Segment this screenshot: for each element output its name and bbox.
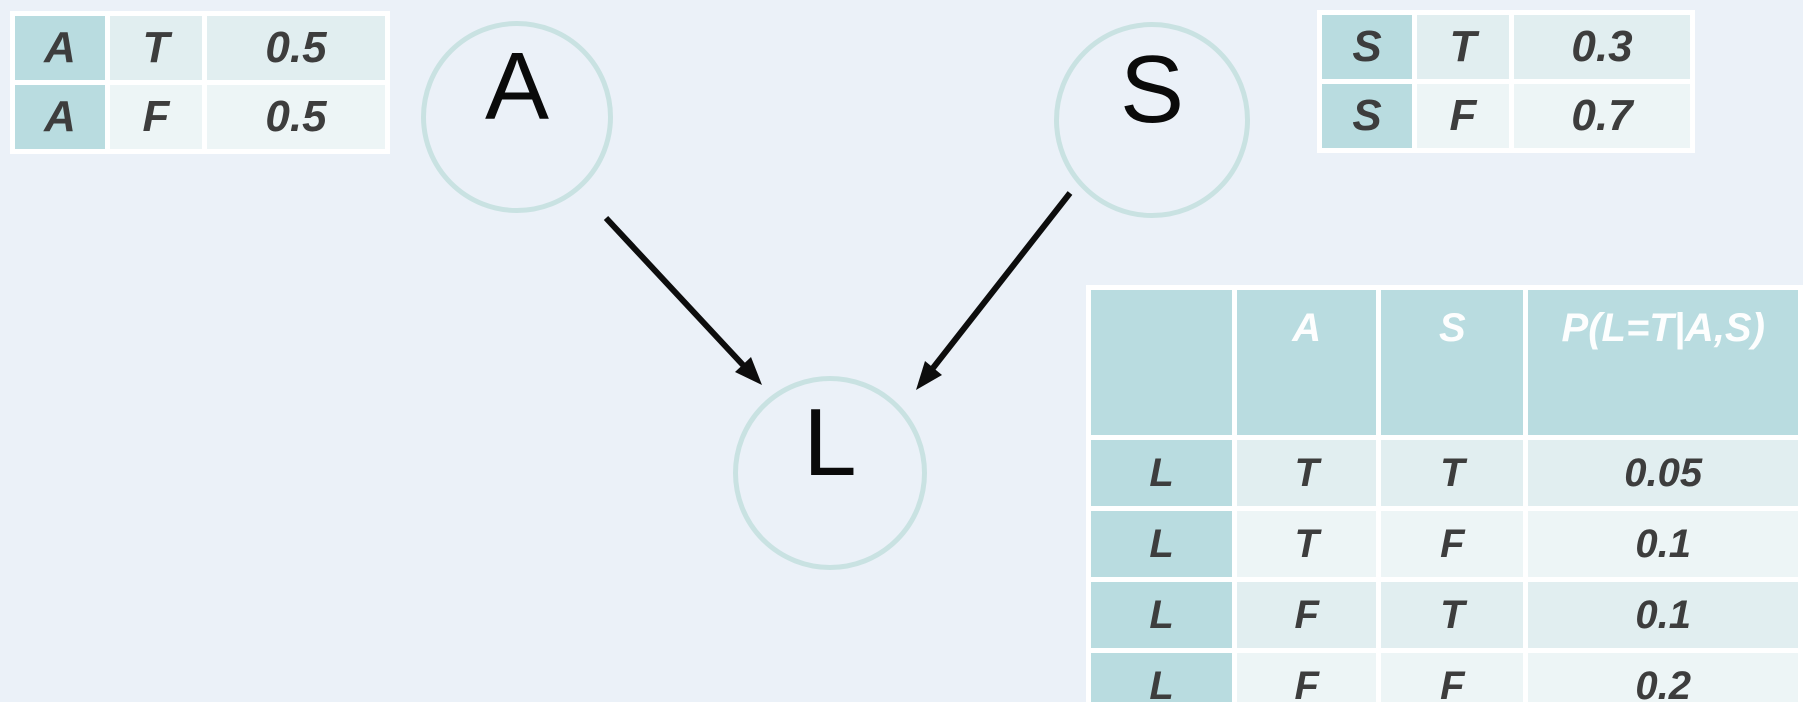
a-prior-prob-cell: 0.5	[207, 16, 385, 80]
l-cpt-a-cell: T	[1237, 440, 1377, 506]
table-row: L T T 0.05	[1091, 440, 1798, 506]
s-prior-prob-cell: 0.7	[1514, 84, 1690, 148]
l-cpt-s-cell: F	[1381, 511, 1524, 577]
l-cpt-s-cell: T	[1381, 582, 1524, 648]
table-row: L T F 0.1	[1091, 511, 1798, 577]
l-cpt-a-cell: F	[1237, 582, 1377, 648]
l-cpt-p-cell: 0.2	[1528, 653, 1798, 702]
l-cpt-header-a-cell: A	[1237, 290, 1377, 435]
l-cpt-header-blank-cell	[1091, 290, 1233, 435]
node-a-label: A	[484, 33, 550, 140]
s-prior-value-cell: T	[1417, 15, 1509, 79]
l-cpt-a-cell: F	[1237, 653, 1377, 702]
table-header-row: A S P(L=T|A,S)	[1091, 290, 1798, 435]
l-cpt-var-cell: L	[1091, 511, 1233, 577]
l-cpt-header-p-cell: P(L=T|A,S)	[1528, 290, 1798, 435]
table-row: L F T 0.1	[1091, 582, 1798, 648]
l-cpt-var-cell: L	[1091, 653, 1233, 702]
table-row: L F F 0.2	[1091, 653, 1798, 702]
s-prior-value-cell: F	[1417, 84, 1509, 148]
node-l: L	[733, 376, 927, 570]
l-cpt-header-s-cell: S	[1381, 290, 1524, 435]
l-cpt-var-cell: L	[1091, 582, 1233, 648]
arrowhead-s-to-l-icon	[916, 361, 942, 390]
l-cpt-p-cell: 0.1	[1528, 511, 1798, 577]
table-row: A F 0.5	[15, 85, 385, 149]
table-s-prior: S T 0.3 S F 0.7	[1317, 10, 1695, 153]
l-cpt-s-cell: T	[1381, 440, 1524, 506]
a-prior-var-cell: A	[15, 85, 105, 149]
table-row: S T 0.3	[1322, 15, 1690, 79]
arrowhead-a-to-l-icon	[735, 357, 762, 385]
table-row: A T 0.5	[15, 16, 385, 80]
s-prior-var-cell: S	[1322, 84, 1412, 148]
l-cpt-var-cell: L	[1091, 440, 1233, 506]
a-prior-prob-cell: 0.5	[207, 85, 385, 149]
table-row: S F 0.7	[1322, 84, 1690, 148]
l-cpt-s-cell: F	[1381, 653, 1524, 702]
l-cpt-p-cell: 0.1	[1528, 582, 1798, 648]
node-a: A	[421, 21, 613, 213]
table-a-prior: A T 0.5 A F 0.5	[10, 11, 390, 154]
s-prior-prob-cell: 0.3	[1514, 15, 1690, 79]
node-s: S	[1054, 22, 1250, 218]
a-prior-var-cell: A	[15, 16, 105, 80]
a-prior-value-cell: T	[110, 16, 202, 80]
s-prior-var-cell: S	[1322, 15, 1412, 79]
edge-a-to-l	[603, 215, 762, 385]
table-l-cpt: A S P(L=T|A,S) L T T 0.05 L T F 0.1 L F …	[1086, 285, 1803, 702]
l-cpt-a-cell: T	[1237, 511, 1377, 577]
node-s-label: S	[1119, 36, 1185, 143]
l-cpt-p-cell: 0.05	[1528, 440, 1798, 506]
edge-s-to-l	[916, 191, 1073, 390]
node-l-label: L	[803, 389, 857, 496]
a-prior-value-cell: F	[110, 85, 202, 149]
